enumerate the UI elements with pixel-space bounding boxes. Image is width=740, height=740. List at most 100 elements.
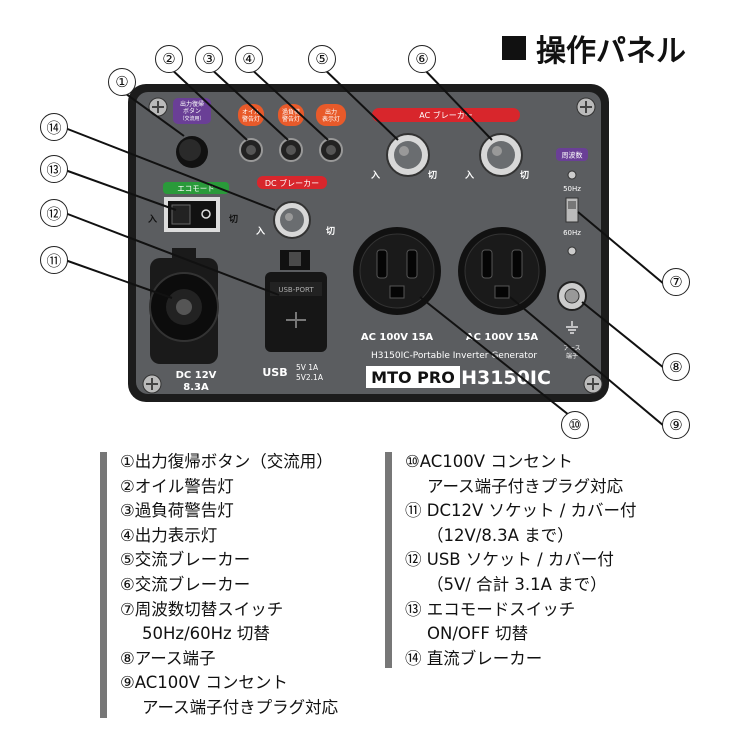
ac-rating-1: AC 100V 15A [361,332,434,343]
svg-text:AC ブレーカー: AC ブレーカー [419,110,472,120]
ac-breaker-1[interactable] [386,133,430,177]
svg-text:（交流用）: （交流用） [179,115,204,122]
leader-lines [64,65,665,427]
callout-8: ⑧ [662,353,690,381]
legend-right: ⑩AC100V コンセントアース端子付きプラグ対応 ⑪ DC12V ソケット / … [385,450,675,670]
callout-10: ⑩ [561,411,589,439]
overload-warning-lamp [279,138,303,162]
brand-logo: MTO PRO [366,366,460,388]
svg-text:USB-PORT: USB-PORT [278,286,314,294]
legend-left-item: ④出力表示灯 [120,525,218,545]
dc-breaker[interactable] [273,201,311,239]
output-badge: 出力 表示灯 [316,104,346,126]
legend-right-item: ⑩AC100V コンセント [405,452,573,471]
svg-text:MTO PRO: MTO PRO [371,368,455,387]
legend-right-item: ⑬ エコモードスイッチ [405,599,576,619]
legend-right-item-detail: （5V/ 合計 3.1A まで） [427,574,607,594]
legend-left-item-detail: 50Hz/60Hz 切替 [142,624,270,644]
callout-6: ⑥ [408,45,436,73]
svg-text:切: 切 [520,170,529,181]
on-off-labels: 入 切 入 切 入 切 入 切 [147,170,529,237]
callout-12: ⑫ [40,199,68,227]
svg-text:入: 入 [464,170,474,181]
svg-text:出力復帰: 出力復帰 [180,100,204,108]
svg-text:切: 切 [326,226,335,237]
legend-right-item-detail: （12V/8.3A まで） [427,525,574,545]
legend-left-item: ②オイル警告灯 [120,476,234,496]
usb-rating-1: 5V 1A [296,363,319,372]
legend-left: ①出力復帰ボタン（交流用） ②オイル警告灯 ③過負荷警告灯 ④出力表示灯 ⑤交流ブレーカ… [100,450,380,720]
legend-left-item: ⑧アース端子 [120,648,216,668]
legend-left-item: ③過負荷警告灯 [120,501,234,521]
svg-text:ボタン: ボタン [183,107,201,115]
legend-left-item: ⑦周波数切替スイッチ [120,599,284,619]
legend-left-bar [100,452,107,718]
eco-mode-switch[interactable] [164,197,220,232]
dc-rating-1: DC 12V [176,370,217,381]
callout-2: ② [155,45,183,73]
callout-13: ⑬ [40,155,68,183]
usb-rating-2: 5V2.1A [296,373,324,382]
svg-text:表示灯: 表示灯 [322,115,340,123]
overload-badge: 過負荷 警告灯 [278,104,304,126]
ac-breaker-badge: AC ブレーカー [372,108,520,122]
legend-left-item: ⑥交流ブレーカー [120,574,251,594]
frequency-badge: 周波数 [556,148,588,161]
ac-outlet-1[interactable] [353,227,441,315]
legend-left-item: ①出力復帰ボタン（交流用） [120,452,333,471]
legend-left-item: ⑤交流ブレーカー [120,550,251,570]
generator-panel-illustration: 出力復帰 ボタン （交流用） オイル 警告灯 過負荷 警告灯 出力 表示灯 AC… [40,45,690,439]
panel-svg: 出力復帰 ボタン （交流用） オイル 警告灯 過負荷 警告灯 出力 表示灯 AC… [64,65,665,427]
dc-12v-socket[interactable] [149,248,219,364]
legend-right-item-detail: ON/OFF 切替 [427,624,529,644]
svg-text:50Hz: 50Hz [563,185,581,193]
ac-outlet-2[interactable] [458,227,546,315]
output-reset-badge: 出力復帰 ボタン （交流用） [173,98,211,124]
callout-11: ⑪ [40,246,68,274]
usb-label: USB [262,366,287,379]
svg-text:60Hz: 60Hz [563,229,581,237]
svg-text:エコモード: エコモード [177,184,215,193]
ac-breaker-2[interactable] [479,133,523,177]
title-text: 操作パネル [536,34,686,69]
callout-5: ⑤ [308,45,336,73]
svg-text:入: 入 [147,214,157,225]
dc-breaker-badge: DC ブレーカー [257,176,327,189]
usb-socket-cover[interactable]: USB-PORT [265,250,327,352]
dc-rating-2: 8.3A [183,382,209,393]
svg-text:端子: 端子 [566,352,578,360]
svg-text:オイル: オイル [242,109,260,116]
corner-screws [142,97,603,394]
svg-text:入: 入 [255,226,265,237]
svg-text:入: 入 [370,170,380,181]
page-title: 操作パネル [502,26,686,70]
svg-text:出力: 出力 [325,108,337,116]
callout-9: ⑨ [662,411,690,439]
legend-right-bar [385,452,392,668]
model-line: H3150IC-Portable Inverter Generator [371,351,537,361]
svg-text:過負荷: 過負荷 [282,108,300,116]
svg-text:周波数: 周波数 [562,151,583,160]
callout-14: ⑭ [40,113,68,141]
svg-text:切: 切 [229,214,238,225]
callout-4: ④ [235,45,263,73]
output-reset-button[interactable] [176,136,208,168]
oil-badge: オイル 警告灯 [238,104,264,126]
legend-left-item-detail: アース端子付きプラグ対応 [142,697,339,717]
title-square-icon [502,36,526,60]
legend-right-item-detail: アース端子付きプラグ対応 [427,476,624,496]
svg-text:警告灯: 警告灯 [242,115,260,123]
frequency-switch[interactable]: 50Hz 60Hz [563,170,581,256]
svg-text:警告灯: 警告灯 [282,115,300,123]
callout-1: ① [108,68,136,96]
svg-text:DC ブレーカー: DC ブレーカー [265,178,319,188]
oil-warning-lamp [239,138,263,162]
ac-rating-2: AC 100V 15A [466,332,539,343]
callout-7: ⑦ [662,268,690,296]
legend-left-item: ⑨AC100V コンセント [120,673,288,693]
callout-3: ③ [195,45,223,73]
legend-right-item: ⑪ DC12V ソケット / カバー付 [405,501,637,521]
legend-right-item: ⑭ 直流ブレーカー [405,648,543,668]
svg-text:切: 切 [428,170,437,181]
output-indicator-lamp [319,138,343,162]
